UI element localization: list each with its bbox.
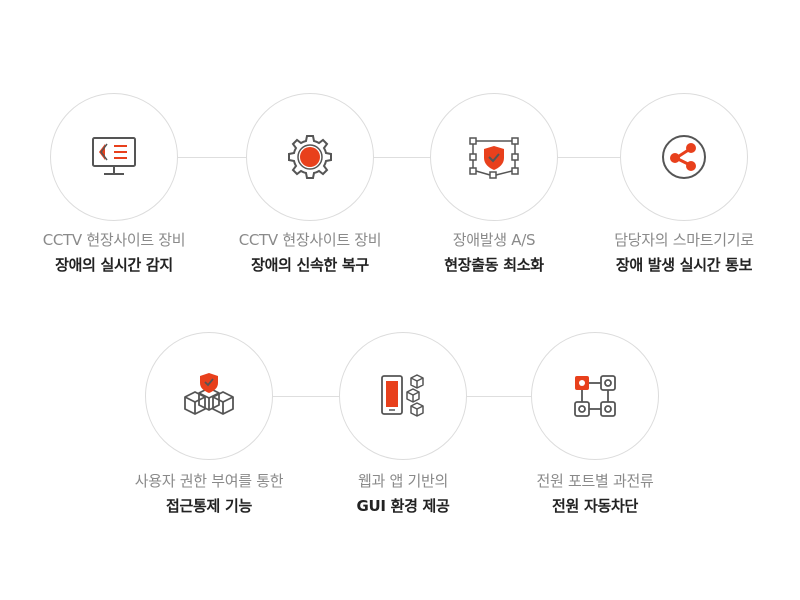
feature-caption-line2: 장애의 실시간 감지: [55, 256, 173, 274]
feature-circle-realtime-detection: [50, 93, 178, 221]
feature-caption-line2: 장애의 신속한 복구: [251, 256, 369, 274]
feature-caption-line2: 전원 자동차단: [552, 497, 638, 515]
feature-caption: CCTV 현장사이트 장비 장애의 신속한 복구: [210, 228, 410, 278]
feature-circle-fast-recovery: [246, 93, 374, 221]
feature-circle-gui: [339, 332, 467, 460]
feature-caption: 사용자 권한 부여를 통한 접근통제 기능: [109, 469, 309, 519]
gear-icon: [288, 135, 332, 179]
feature-caption-line1: 사용자 권한 부여를 통한: [134, 472, 284, 490]
mobile-cubes-icon: [381, 374, 424, 417]
connector-line: [467, 396, 531, 397]
feature-caption-line2: 접근통제 기능: [166, 497, 252, 515]
feature-caption-line2: 현장출동 최소화: [444, 256, 544, 274]
feature-caption: 전원 포트별 과전류 전원 자동차단: [495, 469, 695, 519]
monitor-icon: [92, 137, 136, 175]
feature-caption-line1: CCTV 현장사이트 장비: [42, 231, 186, 249]
feature-caption: 웹과 앱 기반의 GUI 환경 제공: [303, 469, 503, 519]
connector-line: [558, 157, 620, 158]
connector-line: [178, 157, 246, 158]
connector-line: [374, 157, 430, 158]
power-switch-grid-icon: [574, 375, 616, 417]
feature-caption-line2: 장애 발생 실시간 통보: [615, 256, 753, 274]
shield-network-icon: [469, 137, 519, 179]
feature-circle-smart-notify: [620, 93, 748, 221]
feature-caption-line1: 전원 포트별 과전류: [536, 472, 654, 490]
feature-circle-access-control: [145, 332, 273, 460]
feature-circle-overcurrent-cutoff: [531, 332, 659, 460]
shield-cubes-icon: [184, 373, 234, 415]
feature-caption-line1: 장애발생 A/S: [452, 231, 536, 249]
feature-circle-minimize-dispatch: [430, 93, 558, 221]
feature-caption: 장애발생 A/S 현장출동 최소화: [394, 228, 594, 278]
feature-caption: CCTV 현장사이트 장비 장애의 실시간 감지: [14, 228, 214, 278]
feature-caption-line2: GUI 환경 제공: [356, 497, 450, 515]
feature-caption-line1: 웹과 앱 기반의: [358, 472, 448, 490]
connector-line: [273, 396, 339, 397]
feature-caption: 담당자의 스마트기기로 장애 발생 실시간 통보: [584, 228, 784, 278]
feature-caption-line1: 담당자의 스마트기기로: [614, 231, 754, 249]
feature-caption-line1: CCTV 현장사이트 장비: [238, 231, 382, 249]
share-icon: [662, 135, 706, 179]
